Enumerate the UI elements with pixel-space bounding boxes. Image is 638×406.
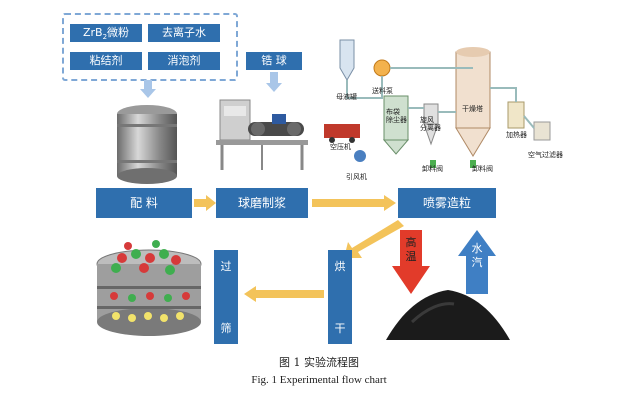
label-air-filter: 空气过滤器 (528, 151, 563, 159)
caption-cn: 图 1 实验流程图 (279, 356, 359, 369)
ingredient-zrb2-rest: 微粉 (107, 26, 130, 39)
label-fan: 引风机 (346, 173, 367, 181)
step-mix-label: 配 料 (130, 196, 158, 210)
powder-pile-image (386, 290, 510, 340)
mixer-tank-image (117, 105, 177, 184)
step-spray-label: 喷雾造粒 (422, 196, 471, 210)
arrow-spray-to-dry (344, 220, 404, 258)
ingredient-zrb2-sub: 2 (102, 33, 108, 42)
arrow-ingredients-down (140, 80, 156, 98)
label-mother-tank: 母液罐 (336, 93, 357, 101)
step-sieve-bottom: 筛 (220, 322, 232, 335)
ingredient-zrb2: ZrB2微粉 (70, 24, 142, 42)
label-cyclone: 旋风 分离器 (420, 116, 441, 132)
steam-text: 水汽 (471, 242, 483, 269)
step-dry: 烘 干 (328, 250, 352, 344)
label-feed-pump: 送料泵 (372, 87, 393, 95)
arrow-steam (458, 230, 496, 294)
ingredient-binder: 粘结剂 (70, 52, 142, 70)
step-mix: 配 料 (96, 188, 192, 218)
step-spray: 喷雾造粒 (398, 188, 496, 218)
high-temp-text: 高温 (405, 236, 417, 263)
ingredient-zrb2-text: ZrB (82, 26, 103, 39)
label-heater: 加热器 (506, 131, 527, 139)
arrow-high-temp (392, 230, 430, 294)
step-sieve-top: 过 (220, 260, 232, 273)
arrow-mill-to-spray (312, 195, 396, 211)
arrow-mix-to-mill (194, 195, 216, 211)
ingredient-water: 去离子水 (148, 24, 220, 42)
label-drying-tower: 干燥塔 (462, 105, 483, 113)
arrow-dry-to-sieve (244, 286, 324, 302)
arrow-ball-down (266, 72, 282, 92)
step-sieve: 过 筛 (214, 250, 238, 344)
label-valve-1: 卸料阀 (422, 165, 443, 173)
step-ball-mill: 球磨制浆 (216, 188, 308, 218)
zirconia-ball-label: 锆 球 (246, 52, 302, 70)
step-dry-bottom: 干 (334, 322, 346, 335)
spray-drying-plant-image (324, 39, 551, 168)
steam-label: 水汽 (469, 242, 485, 270)
label-valve-2: 卸料阀 (472, 165, 493, 173)
ingredient-defoamer: 消泡剂 (148, 52, 220, 70)
label-compressor: 空压机 (330, 143, 351, 151)
caption-en: Fig. 1 Experimental flow chart (251, 374, 387, 386)
sieve-stack-image (96, 240, 202, 336)
step-ball-mill-label: 球磨制浆 (237, 196, 286, 210)
step-dry-top: 烘 (334, 260, 346, 273)
high-temp-label: 高温 (403, 236, 419, 264)
label-bag-collector: 布袋 除尘器 (386, 108, 407, 124)
ball-mill-image (216, 99, 308, 170)
